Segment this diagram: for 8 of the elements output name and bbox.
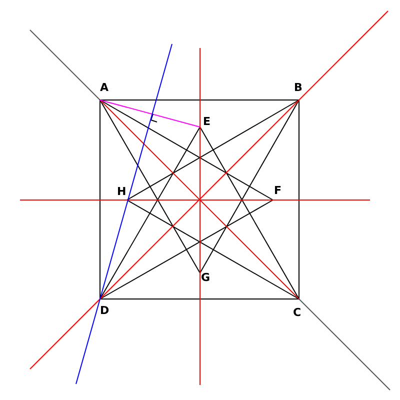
point-label: H bbox=[117, 186, 126, 197]
point-label: C bbox=[293, 307, 302, 318]
point-label: F bbox=[274, 185, 282, 196]
point-label: E bbox=[203, 116, 211, 127]
point-label: A bbox=[100, 82, 109, 93]
point-label: B bbox=[294, 82, 302, 93]
point-label: D bbox=[100, 305, 110, 316]
point-label: G bbox=[201, 272, 210, 283]
